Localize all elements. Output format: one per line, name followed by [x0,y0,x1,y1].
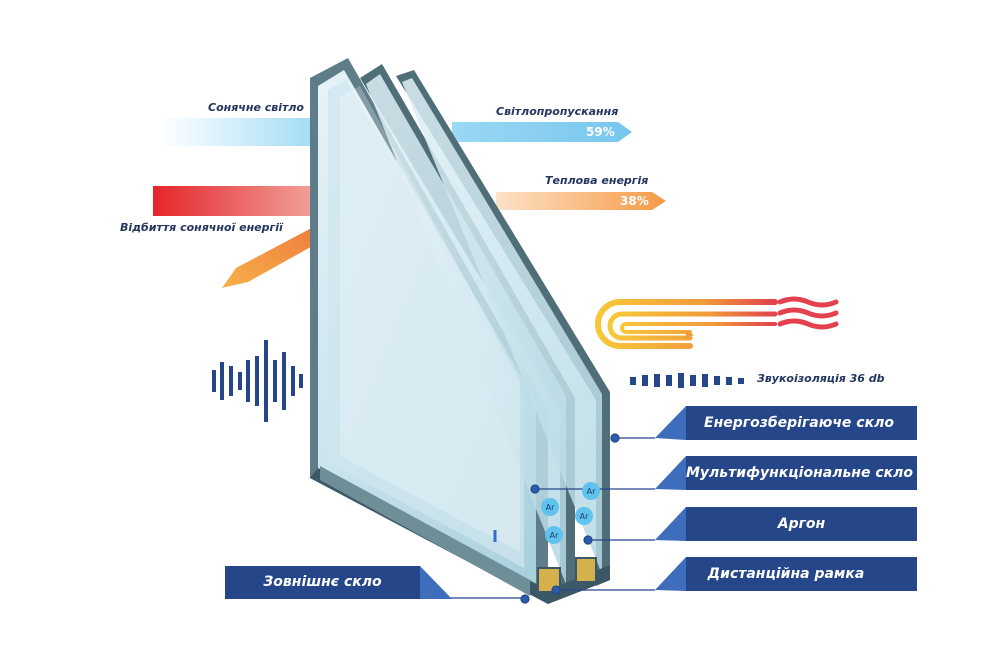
argon-symbol: Ar [580,512,589,521]
light-transmission-label: Світлопропускання [496,105,619,118]
sunlight-label: Сонячне світло [208,101,304,114]
argon-bubble [582,482,600,500]
solar-reflection-label: Відбиття сонячної енергії [120,221,283,234]
spacer-frame-2 [575,557,597,583]
callout-lines [450,433,655,604]
thermal-energy-arrow [496,192,666,210]
glass-unit [310,58,610,604]
argon-bubble [575,507,593,525]
energy-saving-glass-tag: Енергозберігаюче скло [704,415,894,431]
argon-bubble [541,498,559,516]
argon-symbol: Ar [550,531,559,540]
light-transmission-value: 59% [586,125,615,139]
sound-insulation-label: Звукоізоляція 36 db [757,372,885,385]
argon-bubble [545,526,563,544]
callout-tags [225,406,917,599]
thermal-energy-value: 38% [620,194,649,208]
reduced-sound-wave-icon [630,373,744,388]
thermal-energy-label: Теплова енергія [545,174,649,187]
argon-bubbles: Ar Ar Ar Ar [541,482,600,544]
spacer-frame-tag: Дистанційна рамка [707,566,865,582]
multifunctional-glass-tag: Мультифункціональне скло [686,465,914,481]
outer-glass-tag: Зовнішнє скло [263,574,382,590]
argon-tag: Аргон [777,516,826,532]
sound-wave-icon [212,340,303,422]
light-transmission-arrow [452,122,632,142]
argon-symbol: Ar [587,487,596,496]
heat-retention-waves [595,296,839,349]
argon-symbol: Ar [546,503,555,512]
